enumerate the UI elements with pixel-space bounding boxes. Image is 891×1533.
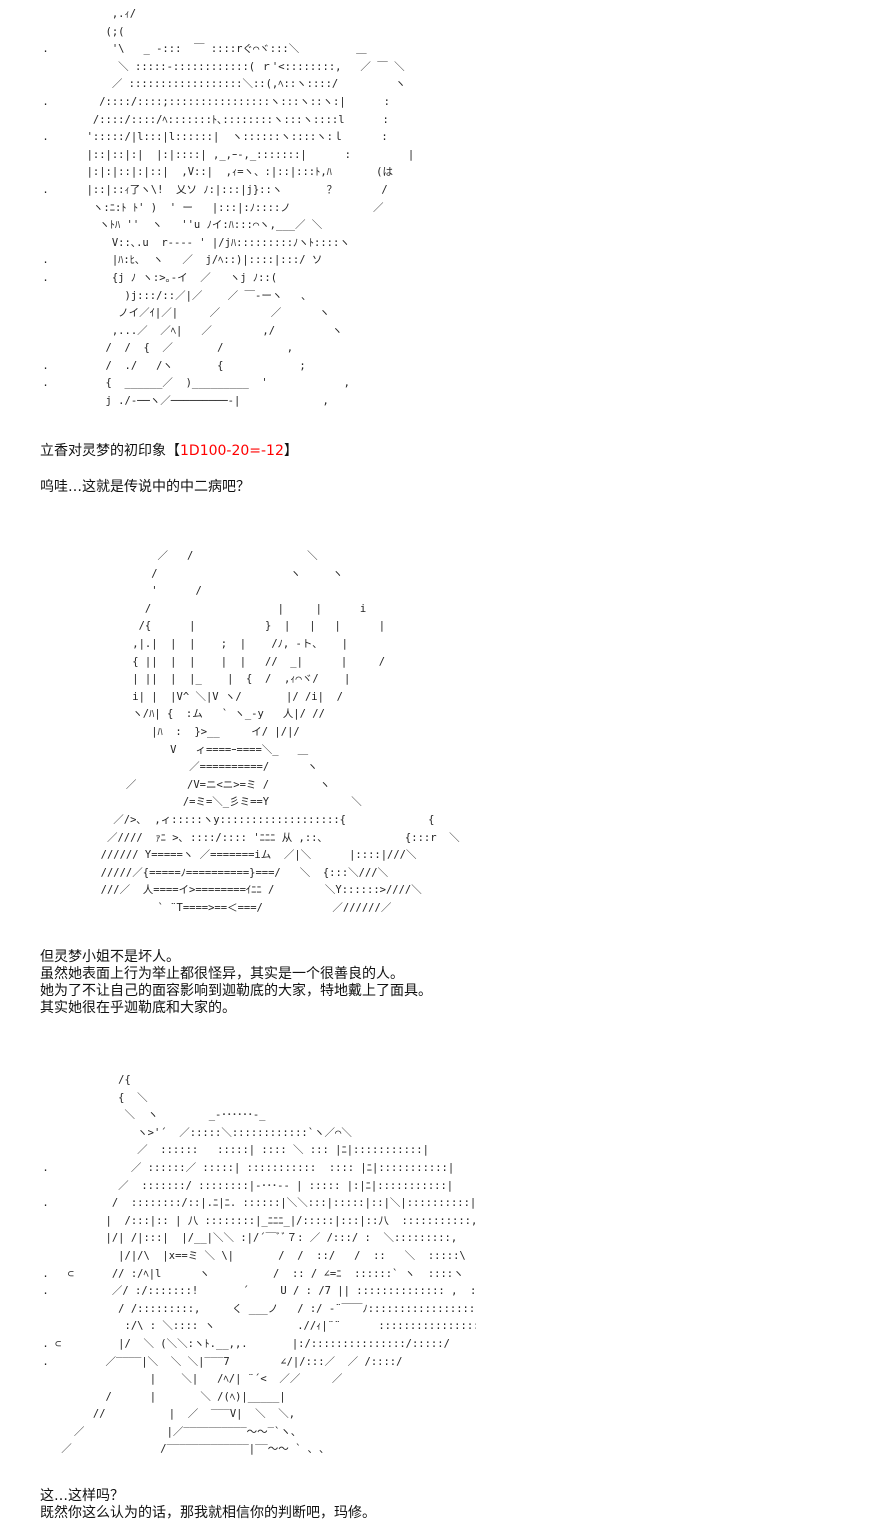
ascii-art-panel-2: ／ / ＼ / ヽ ヽ ' / / | | i /{ | } | | | | ,… xyxy=(100,550,460,914)
first-impression-bracket-close: 】 xyxy=(283,443,298,459)
first-impression-line: 立香对灵梦的初印象【1D100-20=-12】 xyxy=(40,443,298,460)
dice-roll-result: 1D100-20=-12 xyxy=(180,443,284,459)
first-impression-label: 立香对灵梦的初印象【 xyxy=(40,443,180,459)
dialogue-line: 虽然她表面上行为举止都很怪异，其实是一个很善良的人。 xyxy=(40,966,404,982)
ascii-art-panel-3: /{ { ＼ ＼ ヽ _-･･････-_ ヽ>'´ ／:::::＼::::::… xyxy=(42,1074,476,1456)
dialogue-line: 这…这样吗？ xyxy=(40,1488,124,1504)
dialogue-line: 她为了不让自己的面容影响到迦勒底的大家，特地戴上了面具。 xyxy=(40,983,432,999)
chuuni-comment-line: 呜哇…这就是传说中的中二病吧？ xyxy=(40,479,250,495)
dialogue-line: 但灵梦小姐不是坏人。 xyxy=(40,949,180,965)
dialogue-line: 其实她很在乎迦勒底和大家的。 xyxy=(40,1000,236,1016)
ascii-art-panel-1: ,.ｨ/ (;( . '\ _ -::: ￣ ::::rぐ⌒ヾ:::＼ ＿ ＼ … xyxy=(42,8,415,408)
dialogue-line: 既然你这么认为的话，那我就相信你的判断吧，玛修。 xyxy=(40,1505,376,1521)
